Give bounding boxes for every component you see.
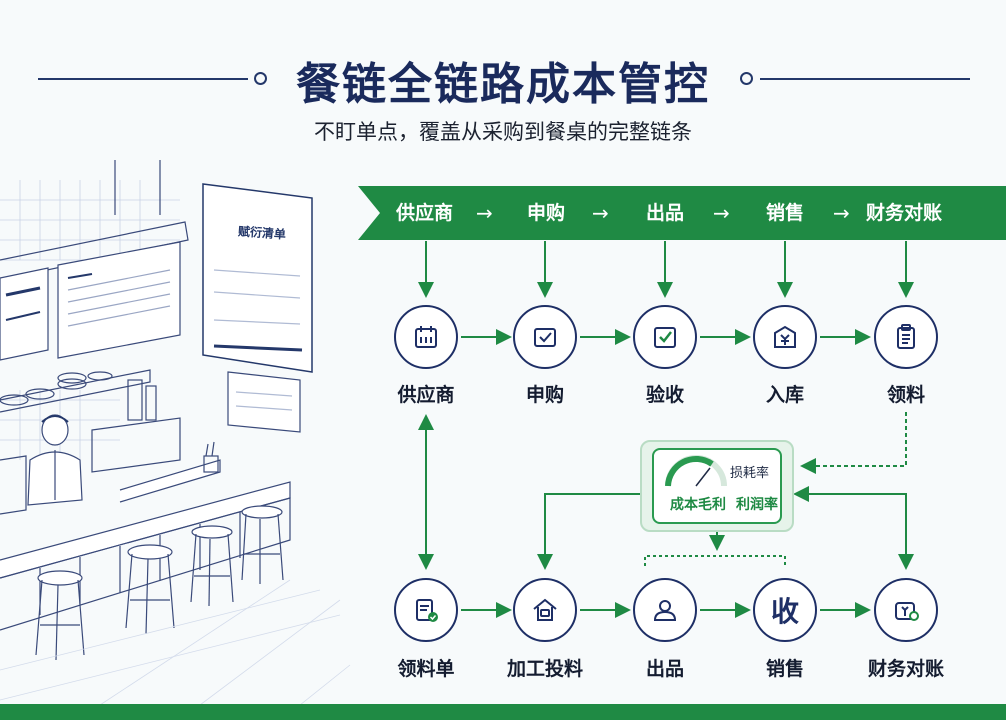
node-label-supplier: 供应商 [397, 384, 455, 406]
calendar-icon [415, 326, 437, 348]
page-title: 餐链全链路成本管控 [296, 59, 710, 110]
node-requisition [874, 305, 938, 369]
clipboard-icon [897, 324, 915, 349]
node-label-output: 出品 [645, 658, 684, 680]
node-inspection [633, 305, 697, 369]
title-dot-left [254, 72, 267, 85]
node-purchase-request [513, 305, 577, 369]
node-label-sales: 销售 [765, 658, 804, 680]
check-icon [654, 327, 676, 348]
node-finance [874, 578, 938, 642]
document-check-icon [416, 599, 438, 622]
node-label-warehousing: 入库 [765, 384, 804, 406]
node-sales: 收 [753, 578, 817, 642]
yen-box-icon [774, 325, 796, 348]
banner-item-supplier: 供应商 [396, 202, 454, 224]
gauge-icon [665, 455, 727, 487]
node-label-requisition: 领料 [886, 384, 925, 406]
node-label-processing: 加工投料 [506, 658, 583, 680]
title-rule-right [760, 78, 970, 80]
node-label-purchase-request: 申购 [525, 384, 564, 406]
node-label-inspection: 验收 [645, 384, 684, 406]
kitchen-illustration [0, 160, 351, 705]
finance-icon [895, 602, 919, 621]
node-label-requisition-form: 领料单 [397, 658, 455, 680]
flow-banner [358, 186, 1006, 240]
footer-bar [0, 704, 1006, 720]
node-supplier [394, 305, 458, 369]
metric-loss-rate: 损耗率 [730, 466, 770, 481]
banner-arrow: → [833, 201, 850, 225]
banner-item-purchase: 申购 [527, 202, 566, 224]
node-processing [513, 578, 577, 642]
node-requisition-form [394, 578, 458, 642]
banner-arrow: → [476, 201, 493, 225]
metrics-card-inner [652, 448, 782, 524]
house-icon [533, 598, 557, 621]
node-warehousing [753, 305, 817, 369]
metric-cost-margin: 成本毛利 [670, 497, 726, 513]
banner-arrow: → [713, 201, 730, 225]
page-subtitle: 不盯单点，覆盖从采购到餐桌的完整链条 [314, 120, 692, 144]
banner-notch [358, 186, 380, 240]
shou-icon: 收 [770, 595, 799, 628]
node-label-finance: 财务对账 [867, 658, 944, 680]
banner-item-output: 出品 [646, 202, 685, 224]
checkbox-icon [534, 328, 556, 347]
banner-item-finance: 财务对账 [866, 202, 943, 224]
banner-item-sales: 销售 [766, 202, 805, 224]
node-output [633, 578, 697, 642]
banner-arrow: → [592, 201, 609, 225]
metric-profit-rate: 利润率 [736, 497, 778, 513]
title-rule-left [38, 78, 248, 80]
person-icon [653, 600, 677, 621]
title-dot-right [740, 72, 753, 85]
